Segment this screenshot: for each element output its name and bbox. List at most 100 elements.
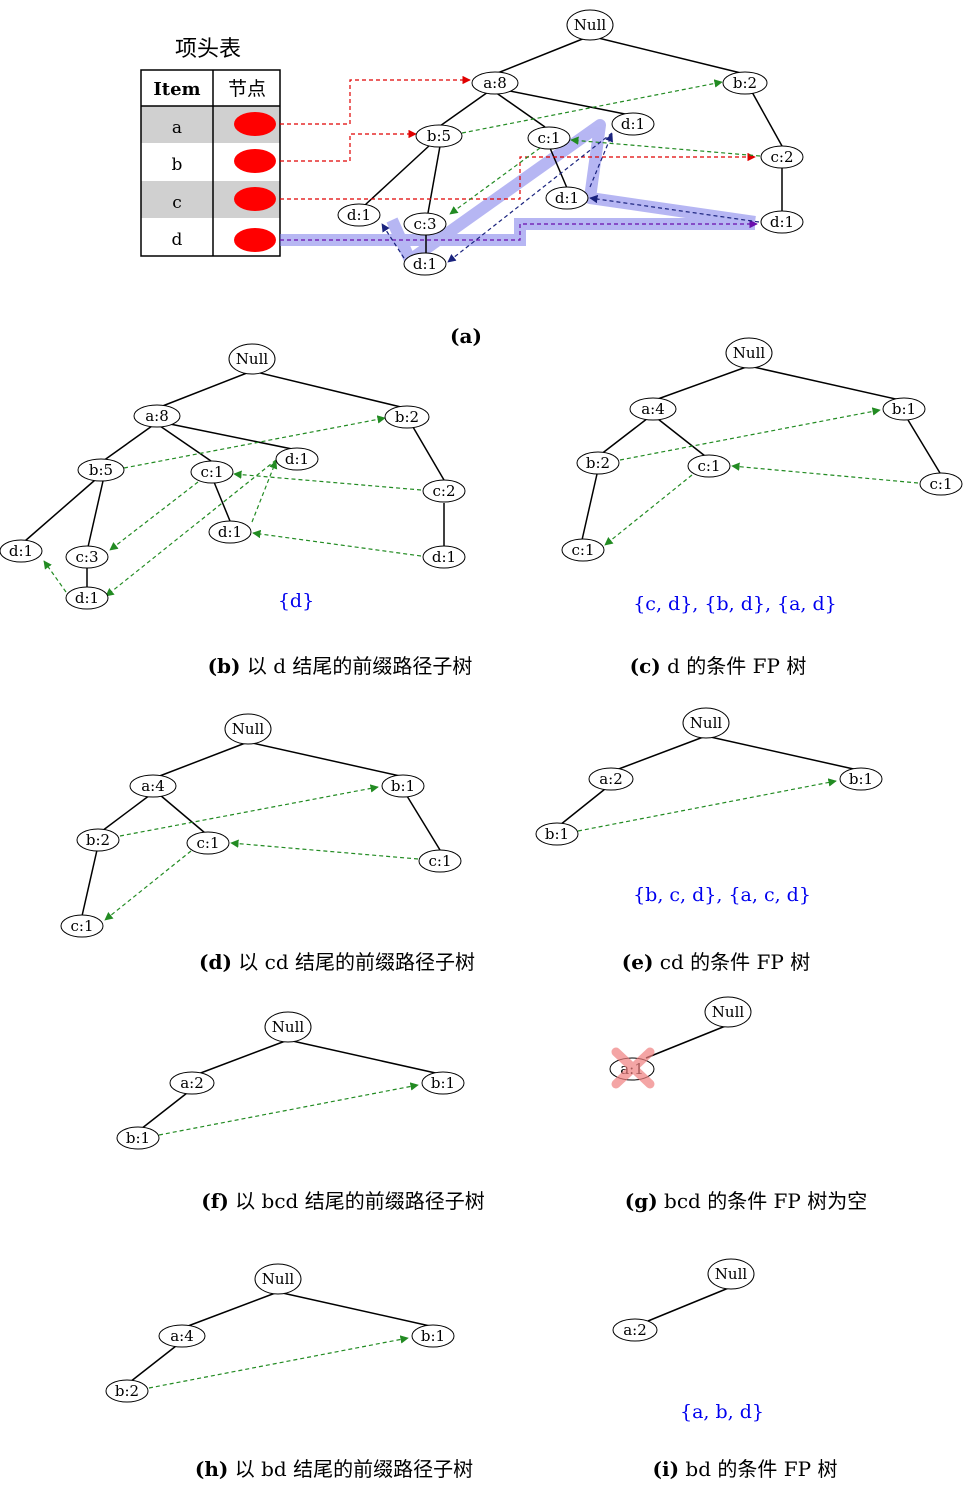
tree-node: d:1 xyxy=(337,203,381,227)
caption-a: (a) xyxy=(450,324,482,348)
panel-d: Null a:4 b:1 b:2 c:1 c:1 c:1 (d) 以 cd 结尾… xyxy=(60,713,475,974)
svg-text:d:1: d:1 xyxy=(75,589,99,607)
svg-text:b:1: b:1 xyxy=(892,400,916,418)
tree-node: b:1 xyxy=(411,1324,455,1348)
svg-text:b:2: b:2 xyxy=(733,74,757,92)
tree-node: c:1 xyxy=(190,460,234,484)
svg-text:b:1: b:1 xyxy=(421,1327,445,1345)
caption-b: (b) 以 d 结尾的前缀路径子树 xyxy=(208,654,473,678)
tree-node: c:1 xyxy=(60,914,104,938)
svg-text:a:8: a:8 xyxy=(145,407,169,425)
caption-c: (c) d 的条件 FP 树 xyxy=(630,654,807,678)
tree-node: b:2 xyxy=(76,828,120,852)
tree-node: d:1 xyxy=(275,447,319,471)
col-item-header: Item xyxy=(153,79,200,100)
tree-node: c:1 xyxy=(561,538,605,562)
svg-text:c:1: c:1 xyxy=(698,457,721,475)
header-links xyxy=(280,75,756,200)
tree-node: d:1 xyxy=(422,545,466,569)
svg-text:d:1: d:1 xyxy=(218,523,242,541)
tree-node: b:2 xyxy=(384,405,430,429)
tree-node: b:2 xyxy=(105,1379,149,1403)
svg-text:d:1: d:1 xyxy=(432,548,456,566)
header-table-title: 项头表 xyxy=(175,37,241,62)
tree-node: b:5 xyxy=(77,458,125,482)
itemsets-e: {b, c, d}, {a, c, d} xyxy=(633,884,811,906)
panel-a: 项头表 Item 节点 a b c d xyxy=(140,9,804,348)
row-item-a: a xyxy=(172,118,182,138)
svg-text:d:1: d:1 xyxy=(347,206,371,224)
svg-text:Null: Null xyxy=(272,1018,305,1036)
svg-text:b:1: b:1 xyxy=(849,770,873,788)
svg-text:c:1: c:1 xyxy=(429,852,452,870)
svg-text:a:4: a:4 xyxy=(141,777,165,795)
panel-i: Null a:2 {a, b, d} (i) bd 的条件 FP 树 xyxy=(612,1258,837,1481)
svg-text:c:3: c:3 xyxy=(414,215,437,233)
tree-node: d:1 xyxy=(760,210,804,234)
svg-text:b:5: b:5 xyxy=(427,127,451,145)
tree-node: c:2 xyxy=(760,145,804,169)
tree-node: c:1 xyxy=(418,849,462,873)
panel-g: Null a:1 (g) bcd 的条件 FP 树为空 xyxy=(609,996,868,1213)
panel-c: Null a:4 b:1 b:2 c:1 c:1 c:1 {c, d}, {b,… xyxy=(561,337,963,678)
caption-g: (g) bcd 的条件 FP 树为空 xyxy=(625,1189,868,1213)
tree-node: d:1 xyxy=(611,112,655,136)
panel-b: Null a:8 b:2 b:5 c:1 d:1 c:2 d:1 c:3 d:1… xyxy=(0,343,473,678)
svg-text:d:1: d:1 xyxy=(9,542,33,560)
tree-node: Null xyxy=(254,1263,302,1295)
tree-node: a:2 xyxy=(612,1318,658,1342)
tree-node: a:4 xyxy=(129,774,177,798)
tree-node: Null xyxy=(224,713,272,745)
node-links-a xyxy=(449,79,761,215)
svg-text:Null: Null xyxy=(236,350,269,368)
svg-text:c:1: c:1 xyxy=(71,917,94,935)
tree-node: b:2 xyxy=(722,71,768,95)
col-node-header: 节点 xyxy=(228,78,266,100)
caption-f: (f) 以 bcd 结尾的前缀路径子树 xyxy=(201,1189,484,1213)
tree-node: b:5 xyxy=(415,124,463,148)
tree-node: Null xyxy=(682,707,730,739)
panel-e: Null a:2 b:1 b:1 {b, c, d}, {a, c, d} (e… xyxy=(535,707,883,974)
removed-mark-icon xyxy=(611,1047,655,1089)
tree-nodes-a: Null a:8 b:2 b:5 c:1 d:1 c:2 d:1 c:3 d:1… xyxy=(337,9,804,276)
svg-text:d:1: d:1 xyxy=(770,213,794,231)
tree-node: a:4 xyxy=(158,1324,206,1348)
svg-text:Null: Null xyxy=(690,714,723,732)
tree-node: a:8 xyxy=(471,71,519,95)
svg-text:b:1: b:1 xyxy=(431,1074,455,1092)
svg-text:Null: Null xyxy=(232,720,265,738)
svg-text:b:1: b:1 xyxy=(545,825,569,843)
svg-text:a:4: a:4 xyxy=(170,1327,194,1345)
svg-text:b:1: b:1 xyxy=(391,777,415,795)
svg-text:b:1: b:1 xyxy=(126,1129,150,1147)
tree-node: a:2 xyxy=(169,1071,215,1095)
tree-node: Null xyxy=(228,343,276,375)
svg-text:a:2: a:2 xyxy=(599,770,623,788)
tree-node: c:1 xyxy=(919,472,963,496)
tree-node: d:1 xyxy=(208,520,252,544)
tree-node: Null xyxy=(566,9,614,41)
node-pointer-b xyxy=(234,149,276,173)
node-pointer-a xyxy=(234,112,276,136)
svg-text:b:2: b:2 xyxy=(115,1382,139,1400)
svg-text:Null: Null xyxy=(715,1265,748,1283)
tree-node: Null xyxy=(707,1258,755,1290)
tree-node: c:1 xyxy=(186,831,230,855)
svg-text:Null: Null xyxy=(574,16,607,34)
tree-node: b:1 xyxy=(381,774,425,798)
panel-h: Null a:4 b:1 b:2 (h) 以 bd 结尾的前缀路径子树 xyxy=(105,1263,473,1481)
panel-f: Null a:2 b:1 b:1 (f) 以 bcd 结尾的前缀路径子树 xyxy=(116,1011,485,1213)
svg-text:d:1: d:1 xyxy=(285,450,309,468)
itemsets-c: {c, d}, {b, d}, {a, d} xyxy=(633,593,837,615)
tree-node: c:1 xyxy=(527,126,571,150)
tree-node: Null xyxy=(264,1011,312,1043)
svg-text:b:2: b:2 xyxy=(86,831,110,849)
tree-node: d:1 xyxy=(65,586,109,610)
svg-text:a:8: a:8 xyxy=(483,74,507,92)
tree-node: d:1 xyxy=(403,252,447,276)
itemsets-i: {a, b, d} xyxy=(680,1401,764,1423)
svg-text:Null: Null xyxy=(733,344,766,362)
tree-node: b:1 xyxy=(116,1126,160,1150)
tree-node: c:3 xyxy=(403,212,447,236)
